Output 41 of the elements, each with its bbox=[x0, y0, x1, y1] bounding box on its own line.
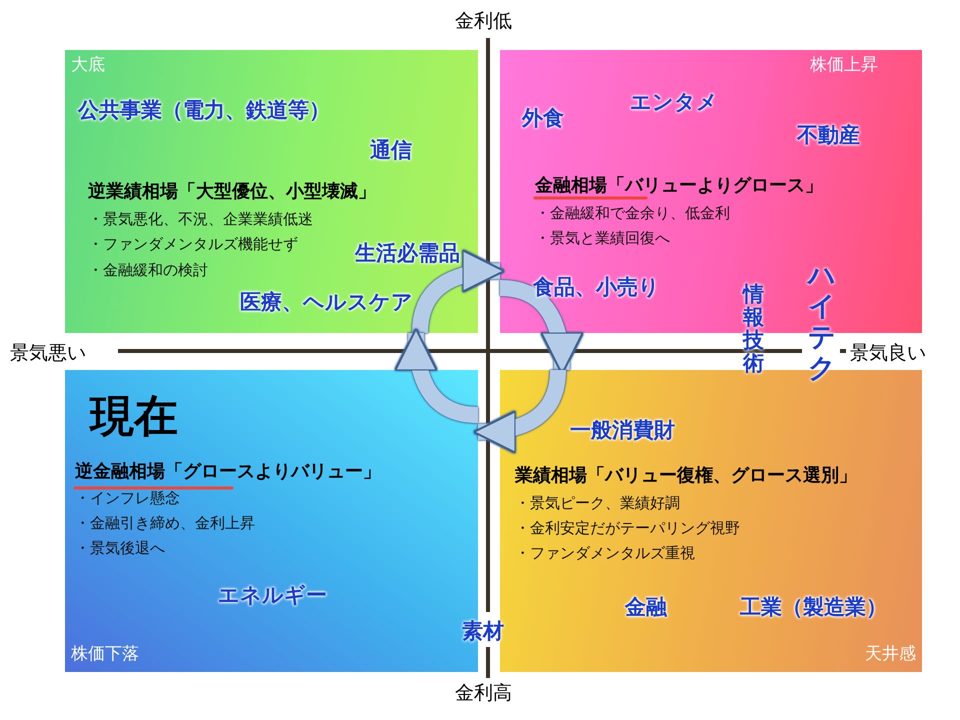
axis-label: 金利低 bbox=[455, 9, 512, 34]
cycle-arrow bbox=[395, 328, 478, 423]
cycle-arrow bbox=[412, 250, 506, 334]
heading: 逆金融相場「グロースよりバリュー」 bbox=[75, 462, 381, 483]
axis-label: 景気悪い bbox=[10, 341, 86, 366]
sector-label: 外食 bbox=[522, 106, 564, 130]
bullet-text: ・景気後退へ bbox=[75, 540, 165, 558]
sector-label: 情報技術 bbox=[743, 283, 764, 376]
axis-label: 景気良い bbox=[850, 341, 926, 366]
bullet-text: ・金利安定だがテーパリング視野 bbox=[515, 520, 740, 538]
bullet-text: ・景気と業績回復へ bbox=[535, 230, 670, 248]
corner-label: 天井感 bbox=[865, 645, 916, 665]
bullet-text: ・景気ピーク、業績好調 bbox=[515, 495, 680, 512]
bullet-text: ・インフレ懸念 bbox=[75, 490, 180, 508]
sector-label: 通信 bbox=[370, 138, 412, 162]
sector-label: 生活必需品 bbox=[355, 241, 460, 266]
bullet-text: ・金融緩和の検討 bbox=[88, 262, 208, 280]
current-label: 現在 bbox=[90, 392, 178, 443]
sector-label: 金融 bbox=[625, 595, 667, 620]
sector-label: 公共事業（電力、鉄道等） bbox=[78, 98, 330, 122]
corner-label: 株価上昇 bbox=[810, 56, 878, 76]
sector-label: 医療、ヘルスケア bbox=[240, 290, 413, 314]
heading: 業績相場「バリュー復権、グロース選別」 bbox=[515, 466, 857, 487]
sector-label: 工業（製造業） bbox=[740, 595, 887, 620]
sector-label: エネルギー bbox=[218, 583, 327, 608]
heading: 逆業績相場「大型優位、小型壊滅」 bbox=[88, 182, 376, 203]
sector-label: エンタメ bbox=[630, 90, 718, 114]
sector-label: 不動産 bbox=[797, 123, 860, 148]
bullet-text: ・ファンダメンタルズ機能せず bbox=[88, 236, 298, 254]
heading: 金融相場「バリューよりグロース」 bbox=[535, 176, 823, 197]
cycle-arrow bbox=[472, 370, 566, 453]
bullet-text: ・金融緩和で金余り、低金利 bbox=[535, 205, 730, 222]
axis-label: 金利高 bbox=[455, 681, 512, 706]
corner-label: 株価下落 bbox=[71, 645, 139, 665]
quadrant-panel bbox=[65, 50, 478, 333]
bullet-text: ・景気悪化、不況、企業業績低迷 bbox=[88, 211, 313, 228]
bullet-text: ・ファンダメンタルズ重視 bbox=[515, 545, 695, 562]
sector-label: 食品、小売り bbox=[533, 275, 660, 300]
corner-label: 大底 bbox=[71, 56, 105, 76]
bullet-text: ・金融引き締め、金利上昇 bbox=[75, 515, 255, 532]
sector-label: 一般消費財 bbox=[570, 418, 675, 442]
